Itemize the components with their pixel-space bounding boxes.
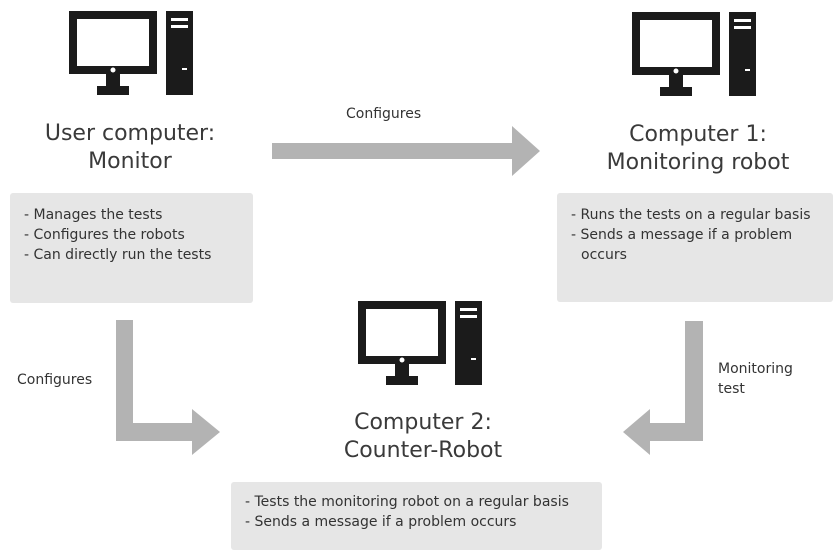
user-computer-title-line2: Monitor — [88, 149, 172, 174]
computer1-title: Computer 1: Monitoring robot — [598, 121, 798, 177]
edge-label-computer1-to-computer2-line2: test — [718, 381, 745, 397]
user-computer-title: User computer: Monitor — [30, 120, 230, 176]
user-computer-description-box: - Manages the tests - Configures the rob… — [10, 193, 253, 303]
computer2-title: Computer 2: Counter-Robot — [323, 409, 523, 465]
computer2-description-item: - Sends a message if a problem occurs — [245, 514, 517, 530]
arrow-user-to-computer1 — [272, 126, 540, 176]
computer1-title-line1: Computer 1: — [629, 122, 767, 147]
computer1-description-item: - Runs the tests on a regular basis — [571, 207, 811, 223]
arrow-computer1-to-computer2 — [623, 321, 703, 455]
user-description-item: - Configures the robots — [24, 227, 185, 243]
computer1-description-item: - Sends a message if a problem — [571, 227, 793, 243]
edge-label-computer1-to-computer2-line1: Monitoring — [718, 361, 793, 377]
computer1-icon — [632, 12, 756, 96]
computer1-description-item: occurs — [581, 247, 627, 263]
user-computer-icon — [69, 11, 193, 95]
computer2-description-item: - Tests the monitoring robot on a regula… — [245, 494, 569, 510]
edge-label-user-to-computer2: Configures — [17, 372, 93, 388]
computer1-description-box: - Runs the tests on a regular basis - Se… — [557, 193, 833, 302]
user-computer-title-line1: User computer: — [44, 121, 216, 146]
arrow-user-to-computer2 — [116, 320, 220, 455]
computer2-icon — [358, 301, 482, 385]
computer2-title-line1: Computer 2: — [354, 410, 492, 435]
edge-label-user-to-computer1: Configures — [346, 106, 422, 122]
computer2-title-line2: Counter-Robot — [343, 438, 503, 463]
user-description-item: - Manages the tests — [24, 207, 163, 223]
user-description-item: - Can directly run the tests — [24, 247, 212, 263]
computer1-title-line2: Monitoring robot — [606, 150, 790, 175]
computer2-description-box: - Tests the monitoring robot on a regula… — [231, 482, 602, 550]
